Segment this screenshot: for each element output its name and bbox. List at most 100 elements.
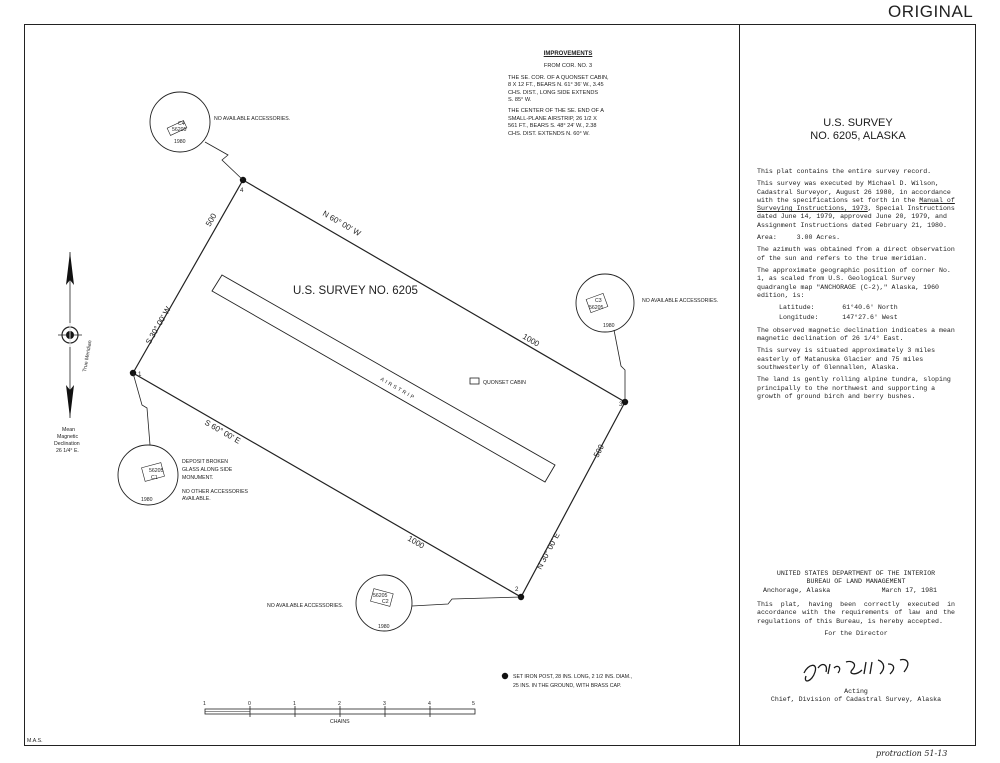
c1-monument-tag bbox=[141, 462, 165, 482]
magnetic-declination-label: Mean Magnetic Declination 26 1/4° E. bbox=[54, 427, 80, 454]
panel-title: U.S. SURVEY NO. 6205, ALASKA bbox=[810, 117, 906, 142]
record-p7: The land is gently rolling alpine tundra… bbox=[757, 376, 951, 400]
distance-south: 1000 bbox=[406, 534, 426, 551]
scale-tick-2: 2 bbox=[338, 701, 341, 707]
distance-east: 500 bbox=[592, 442, 606, 458]
scale-tick-5: 5 bbox=[472, 701, 475, 707]
c4-number: 56205 bbox=[172, 127, 187, 133]
scale-tick-1: 1 bbox=[293, 701, 296, 707]
c1-tie-line bbox=[132, 372, 151, 446]
c4-tie-line bbox=[204, 141, 244, 181]
c2-year: 1980 bbox=[378, 624, 390, 630]
scale-tick-1-left: 1 bbox=[203, 701, 206, 707]
svg-text:NO OTHER ACCESSORIES: NO OTHER ACCESSORIES bbox=[182, 489, 249, 495]
svg-text:Mean: Mean bbox=[62, 427, 75, 433]
record-p6: This survey is situated approximately 3 … bbox=[757, 347, 936, 371]
improvements-heading: IMPROVEMENTS bbox=[543, 51, 593, 57]
c1-number: 56205 bbox=[149, 468, 164, 474]
for-director: For the Director bbox=[824, 630, 888, 637]
c3-note: NO AVAILABLE ACCESSORIES. bbox=[642, 298, 718, 304]
c2-tie-line bbox=[411, 596, 522, 607]
date: March 17, 1981 bbox=[881, 586, 937, 594]
signature-title: Acting Chief, Division of Cadastral Surv… bbox=[757, 688, 955, 705]
airstrip bbox=[211, 274, 556, 483]
c4-monument-tag bbox=[166, 120, 188, 136]
svg-text:AVAILABLE.: AVAILABLE. bbox=[182, 496, 211, 502]
c1-year: 1980 bbox=[141, 497, 153, 503]
improvements-para2: THE CENTER OF THE SE. END OF A SMALL-PLA… bbox=[508, 108, 604, 137]
c3-tie-line bbox=[613, 329, 626, 402]
cabin-label: QUONSET CABIN bbox=[483, 380, 526, 386]
record-p4: The approximate geographic position of c… bbox=[757, 266, 951, 299]
svg-text:GLASS ALONG SIDE: GLASS ALONG SIDE bbox=[182, 467, 233, 473]
acting-label: Acting bbox=[844, 688, 868, 695]
place: Anchorage, Alaska bbox=[763, 586, 831, 594]
svg-text:Declination: Declination bbox=[54, 441, 80, 447]
original-stamp: ORIGINAL bbox=[888, 2, 974, 21]
meridian-arrow bbox=[58, 252, 82, 418]
legend-line-2: 25 INS. IN THE GROUND, WITH BRASS CAP. bbox=[513, 683, 621, 689]
c4-year: 1980 bbox=[174, 139, 186, 145]
improvements-para1: THE SE. COR. OF A QUONSET CABIN, 8 X 12 … bbox=[508, 74, 609, 104]
record-area: Area: 3.00 Acres. bbox=[757, 234, 841, 242]
footer-note: protraction 51-13 bbox=[876, 749, 947, 758]
dept-line-2: BUREAU OF LAND MANAGEMENT bbox=[806, 578, 906, 586]
corner-1-label: 1 bbox=[138, 371, 142, 378]
c3-top: C3 bbox=[595, 298, 602, 304]
corner-3-label: 3 bbox=[619, 401, 623, 408]
bearing-east: N 30° 00' E bbox=[535, 531, 562, 571]
true-meridian-label: True Meridian bbox=[82, 340, 93, 372]
quonset-cabin bbox=[469, 377, 480, 385]
corner-4-label: 4 bbox=[240, 187, 244, 194]
panel-divider bbox=[739, 24, 741, 746]
c3-year: 1980 bbox=[603, 323, 615, 329]
record-p2: This survey was executed by Michael D. W… bbox=[757, 180, 955, 229]
corner-2-label: 2 bbox=[515, 586, 519, 593]
improvements-block: IMPROVEMENTS FROM COR. NO. 3 THE SE. COR… bbox=[508, 51, 628, 138]
dept-line-1: UNITED STATES DEPARTMENT OF THE INTERIOR bbox=[776, 570, 936, 577]
bearing-south: S 60° 00' E bbox=[203, 418, 242, 446]
director-signature bbox=[803, 658, 909, 682]
record-p5: The observed magnetic declination indica… bbox=[757, 326, 955, 343]
scale-unit: CHAINS bbox=[330, 719, 350, 725]
c4-note: NO AVAILABLE ACCESSORIES. bbox=[214, 116, 290, 122]
svg-text:DEPOSIT BROKEN: DEPOSIT BROKEN bbox=[182, 459, 228, 465]
c3-monument-tag bbox=[585, 292, 609, 314]
drafter-initials: M.A.S. bbox=[27, 738, 43, 744]
record-p1: This plat contains the entire survey rec… bbox=[757, 168, 932, 175]
c4-monument-circle bbox=[149, 91, 211, 153]
svg-text:Magnetic: Magnetic bbox=[57, 434, 78, 440]
place-date-row: Anchorage, Alaska March 17, 1981 bbox=[757, 587, 955, 595]
c3-monument-circle bbox=[575, 273, 635, 333]
svg-text:MONUMENT.: MONUMENT. bbox=[182, 475, 213, 481]
c1-monument-circle bbox=[117, 444, 179, 506]
acceptance-block: UNITED STATES DEPARTMENT OF THE INTERIOR… bbox=[757, 570, 955, 595]
c4-top: C4 bbox=[178, 121, 185, 127]
c2-monument-tag bbox=[370, 588, 394, 607]
c3-number: 56205 bbox=[589, 305, 604, 311]
bearing-north: N 60° 00' W bbox=[321, 209, 363, 238]
distance-north: 1000 bbox=[521, 332, 541, 349]
bearing-west: S 30° 00' W bbox=[144, 305, 173, 346]
legend-line-1: SET IRON POST, 28 INS. LONG, 2 1/2 INS. … bbox=[513, 674, 632, 680]
chief-label: Chief, Division of Cadastral Survey, Ala… bbox=[770, 696, 942, 704]
c2-top: C2 bbox=[382, 599, 389, 605]
legend-post-symbol bbox=[501, 672, 509, 680]
acceptance-text: This plat, having been correctly execute… bbox=[757, 601, 955, 625]
survey-record-text: This plat contains the entire survey rec… bbox=[757, 168, 955, 405]
c2-number: 56205 bbox=[373, 593, 388, 599]
plat-frame bbox=[24, 24, 976, 746]
record-longitude: Longitude: 147°27.6' West bbox=[779, 314, 898, 322]
scale-tick-3: 3 bbox=[383, 701, 386, 707]
improvements-from: FROM COR. NO. 3 bbox=[543, 63, 593, 70]
record-p3: The azimuth was obtained from a direct o… bbox=[757, 246, 955, 262]
scale-tick-4: 4 bbox=[428, 701, 431, 707]
c2-note: NO AVAILABLE ACCESSORIES. bbox=[267, 603, 343, 609]
record-latitude: Latitude: 61°40.6' North bbox=[779, 304, 898, 312]
plat-title: U.S. SURVEY NO. 6205 bbox=[293, 285, 418, 297]
c1-note: DEPOSIT BROKEN GLASS ALONG SIDE MONUMENT… bbox=[182, 459, 249, 502]
c1-top: C1 bbox=[151, 475, 158, 481]
c2-monument-circle bbox=[355, 574, 413, 632]
svg-text:26 1/4° E.: 26 1/4° E. bbox=[56, 448, 79, 454]
scale-bar bbox=[204, 706, 476, 717]
